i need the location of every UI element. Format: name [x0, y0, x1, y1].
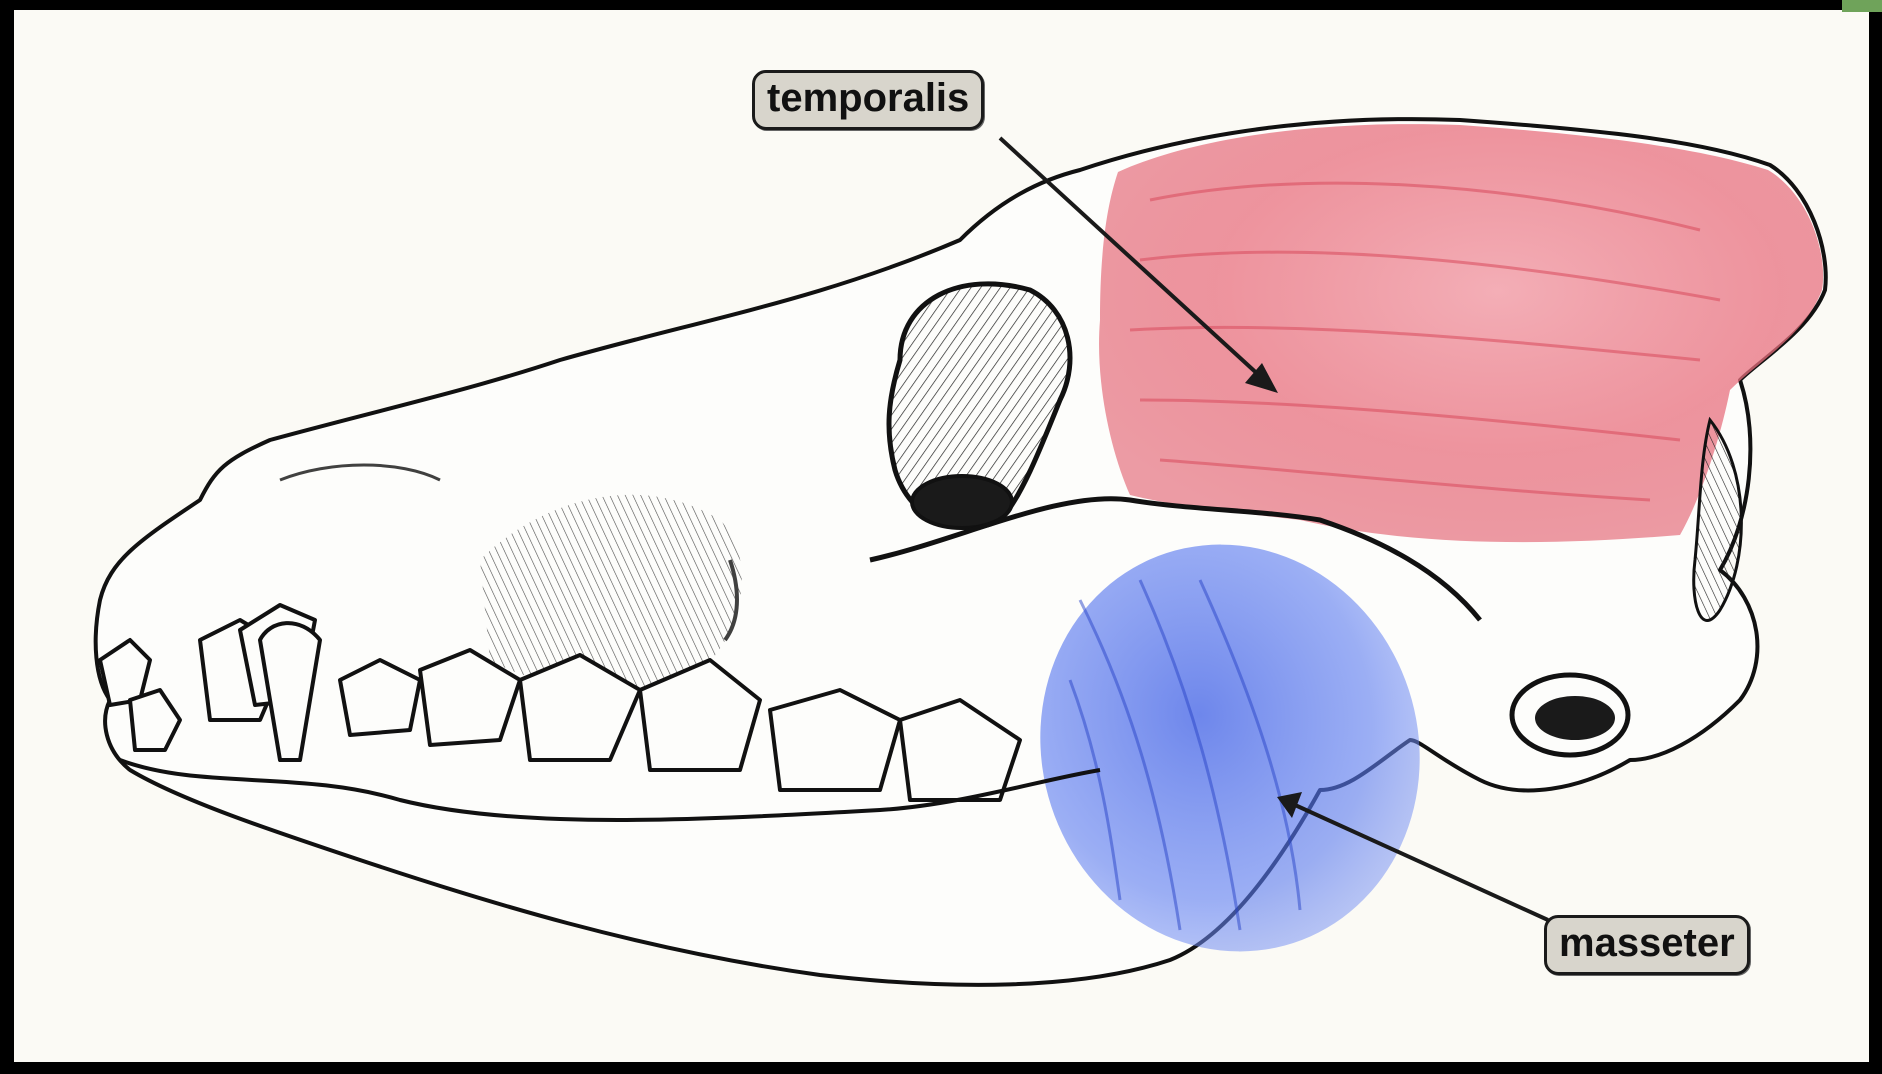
masseter-label: masseter	[1544, 915, 1750, 975]
temporalis-label: temporalis	[752, 70, 984, 130]
ear-canal	[1512, 675, 1628, 755]
